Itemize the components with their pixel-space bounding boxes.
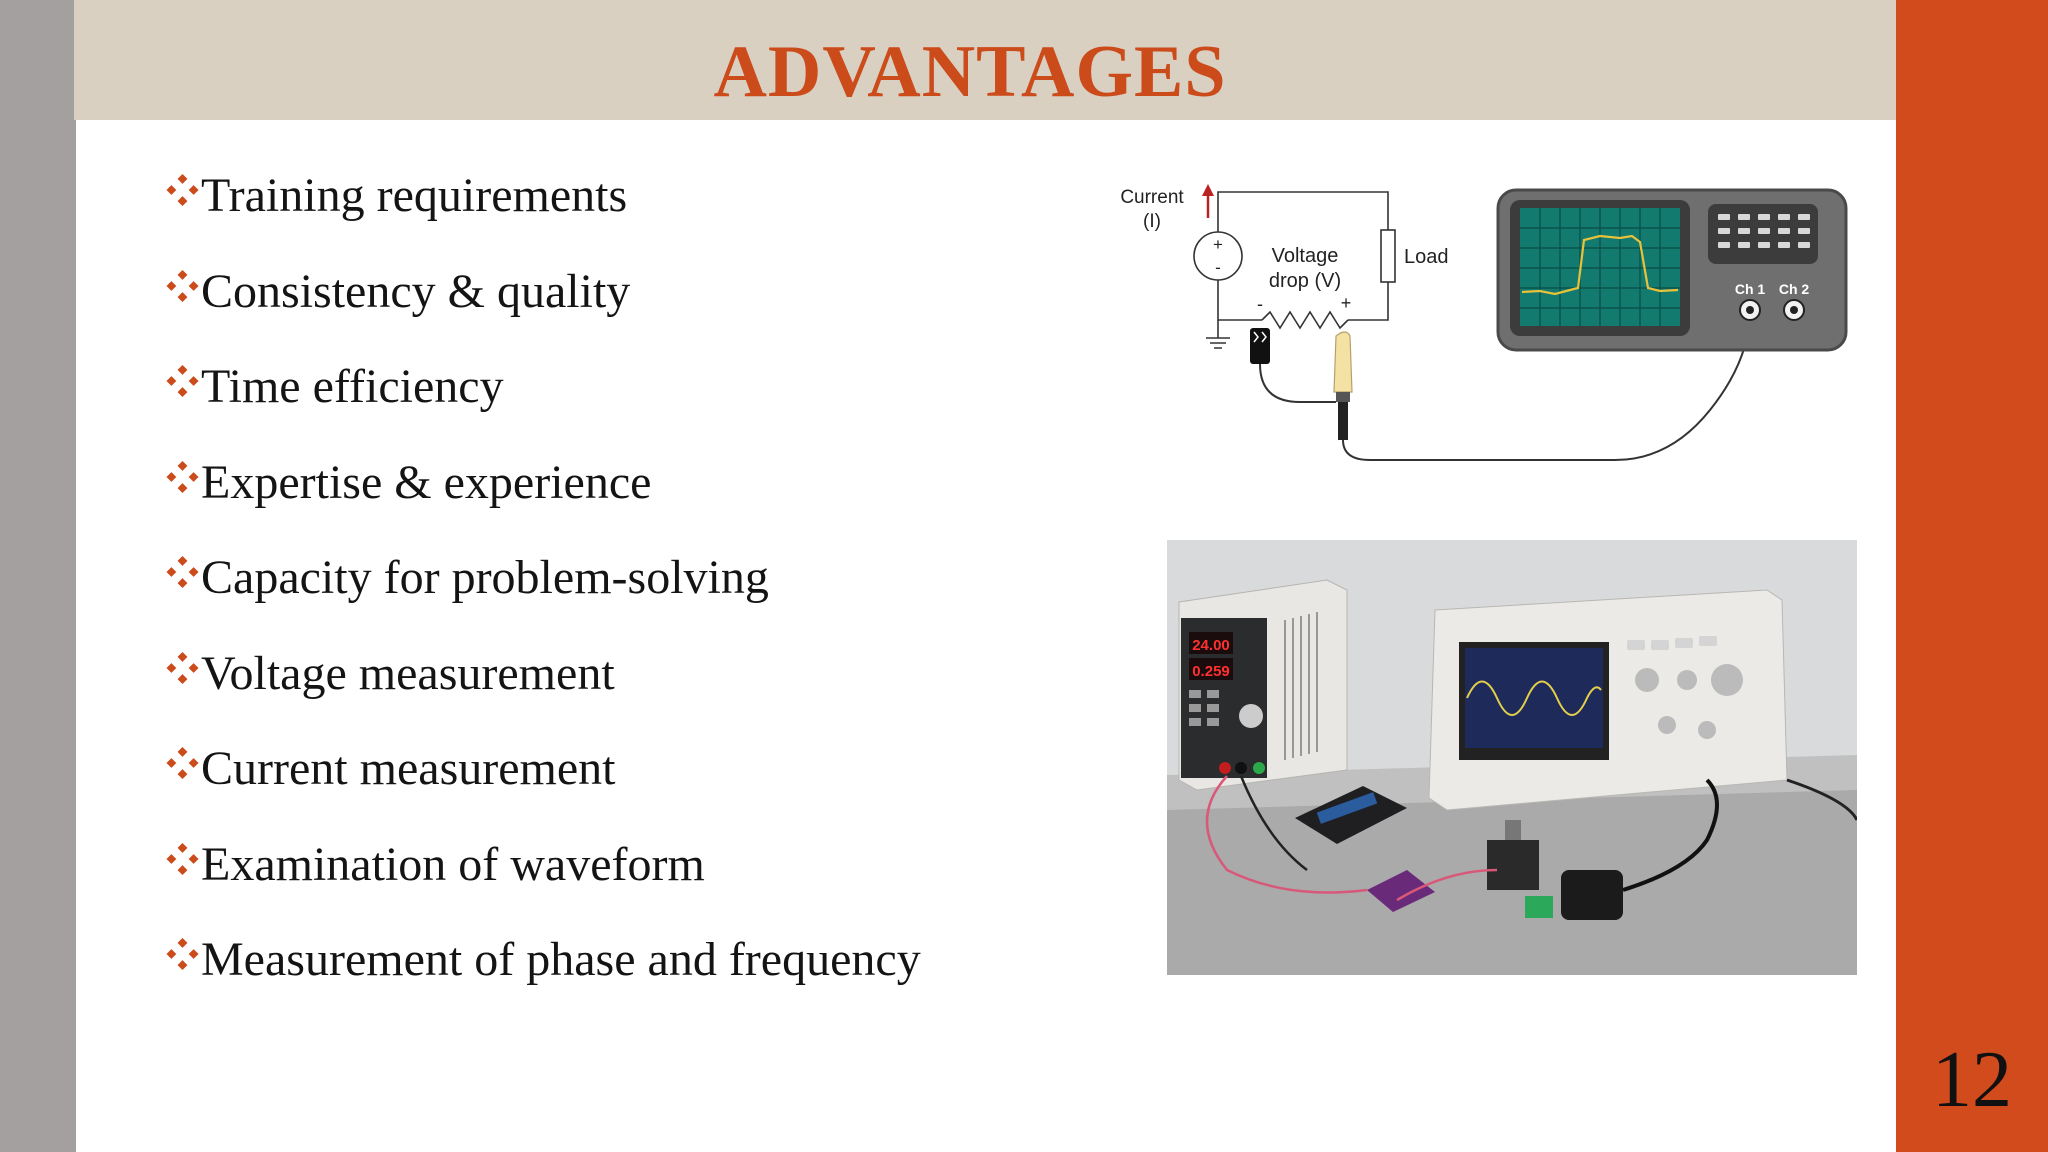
bullet-text: Capacity for problem-solving	[201, 551, 769, 604]
lab-wires	[1205, 775, 1857, 902]
bullet-item: Expertise & experience	[164, 447, 921, 543]
diamond-cluster-icon	[166, 842, 199, 875]
power-supply-icon	[1178, 579, 1348, 791]
circuit-wires	[1206, 191, 1389, 349]
sensor-module-icon	[1525, 870, 1623, 920]
ch1-label: Ch 1	[1735, 281, 1766, 297]
diamond-cluster-icon	[166, 746, 199, 780]
minus-sign: -	[1257, 294, 1263, 314]
ground-clip-icon	[1250, 328, 1270, 364]
current-arrow-icon	[1202, 184, 1214, 218]
stepper-motor-icon	[1487, 820, 1539, 890]
diamond-cluster-icon	[166, 269, 199, 302]
diamond-cluster-icon	[166, 937, 199, 971]
bullet-item: Measurement of phase and frequency	[164, 924, 921, 1020]
bullet-text: Measurement of phase and frequency	[201, 933, 921, 986]
diamond-cluster-icon	[166, 173, 199, 207]
waveform-trace	[1521, 234, 1679, 296]
bullet-item: Training requirements	[164, 160, 921, 256]
bullet-text: Expertise & experience	[201, 455, 652, 509]
bullet-text: Voltage measurement	[201, 646, 615, 700]
voltage-source-icon	[1193, 231, 1243, 281]
diamond-cluster-icon	[166, 460, 199, 493]
psu-voltage-display: 24.00	[1192, 637, 1230, 654]
bullet-text: Current measurement	[201, 742, 616, 795]
oscilloscope-grid	[1520, 208, 1680, 326]
load-label: Load	[1404, 246, 1449, 268]
bullet-list: Training requirements Consistency & qual…	[164, 160, 921, 1020]
bullet-item: Voltage measurement	[164, 638, 921, 734]
lab-oscilloscope-icon	[1428, 589, 1788, 811]
title-band: ADVANTAGES	[74, 0, 1896, 120]
voltage-drop-label: drop (V)	[1269, 270, 1341, 292]
diamond-cluster-icon	[166, 651, 199, 684]
current-unit-label: (I)	[1143, 211, 1161, 232]
diamond-cluster-icon	[166, 364, 199, 398]
driver-board-icon	[1367, 870, 1435, 912]
bullet-text: Consistency & quality	[201, 264, 631, 318]
sense-resistor-icon	[1261, 310, 1349, 330]
source-plus-sign: +	[1213, 235, 1223, 254]
bullet-text: Training requirements	[201, 169, 628, 222]
load-resistor-icon	[1380, 229, 1396, 283]
bullet-item: Capacity for problem-solving	[164, 542, 921, 638]
oscilloscope-icon	[1496, 188, 1848, 352]
bullet-item: Examination of waveform	[164, 829, 921, 925]
bullet-text: Examination of waveform	[201, 837, 705, 891]
microcontroller-board-icon	[1295, 786, 1407, 844]
right-accent-bar	[1896, 0, 2048, 1152]
voltage-label: Voltage	[1272, 245, 1339, 267]
bullet-text: Time efficiency	[201, 360, 504, 413]
current-label: Current	[1120, 187, 1184, 208]
plus-sign: +	[1341, 293, 1352, 313]
diamond-cluster-icon	[166, 555, 199, 589]
slide-title: ADVANTAGES	[713, 30, 1227, 113]
source-minus-sign: -	[1215, 258, 1221, 277]
left-accent-bar	[0, 0, 76, 1152]
bullet-item: Time efficiency	[164, 351, 921, 447]
bullet-item: Current measurement	[164, 733, 921, 829]
probe-icon	[1333, 331, 1353, 440]
page-number: 12	[1932, 1036, 2012, 1124]
psu-current-display: 0.259	[1192, 663, 1230, 680]
lab-setup-photo: 24.00 0.259	[1167, 540, 1857, 975]
bullet-item: Consistency & quality	[164, 256, 921, 352]
ch2-label: Ch 2	[1779, 281, 1810, 297]
oscilloscope-circuit-diagram: Current (I) + - Load Voltage drop (V) - …	[1120, 184, 1848, 461]
